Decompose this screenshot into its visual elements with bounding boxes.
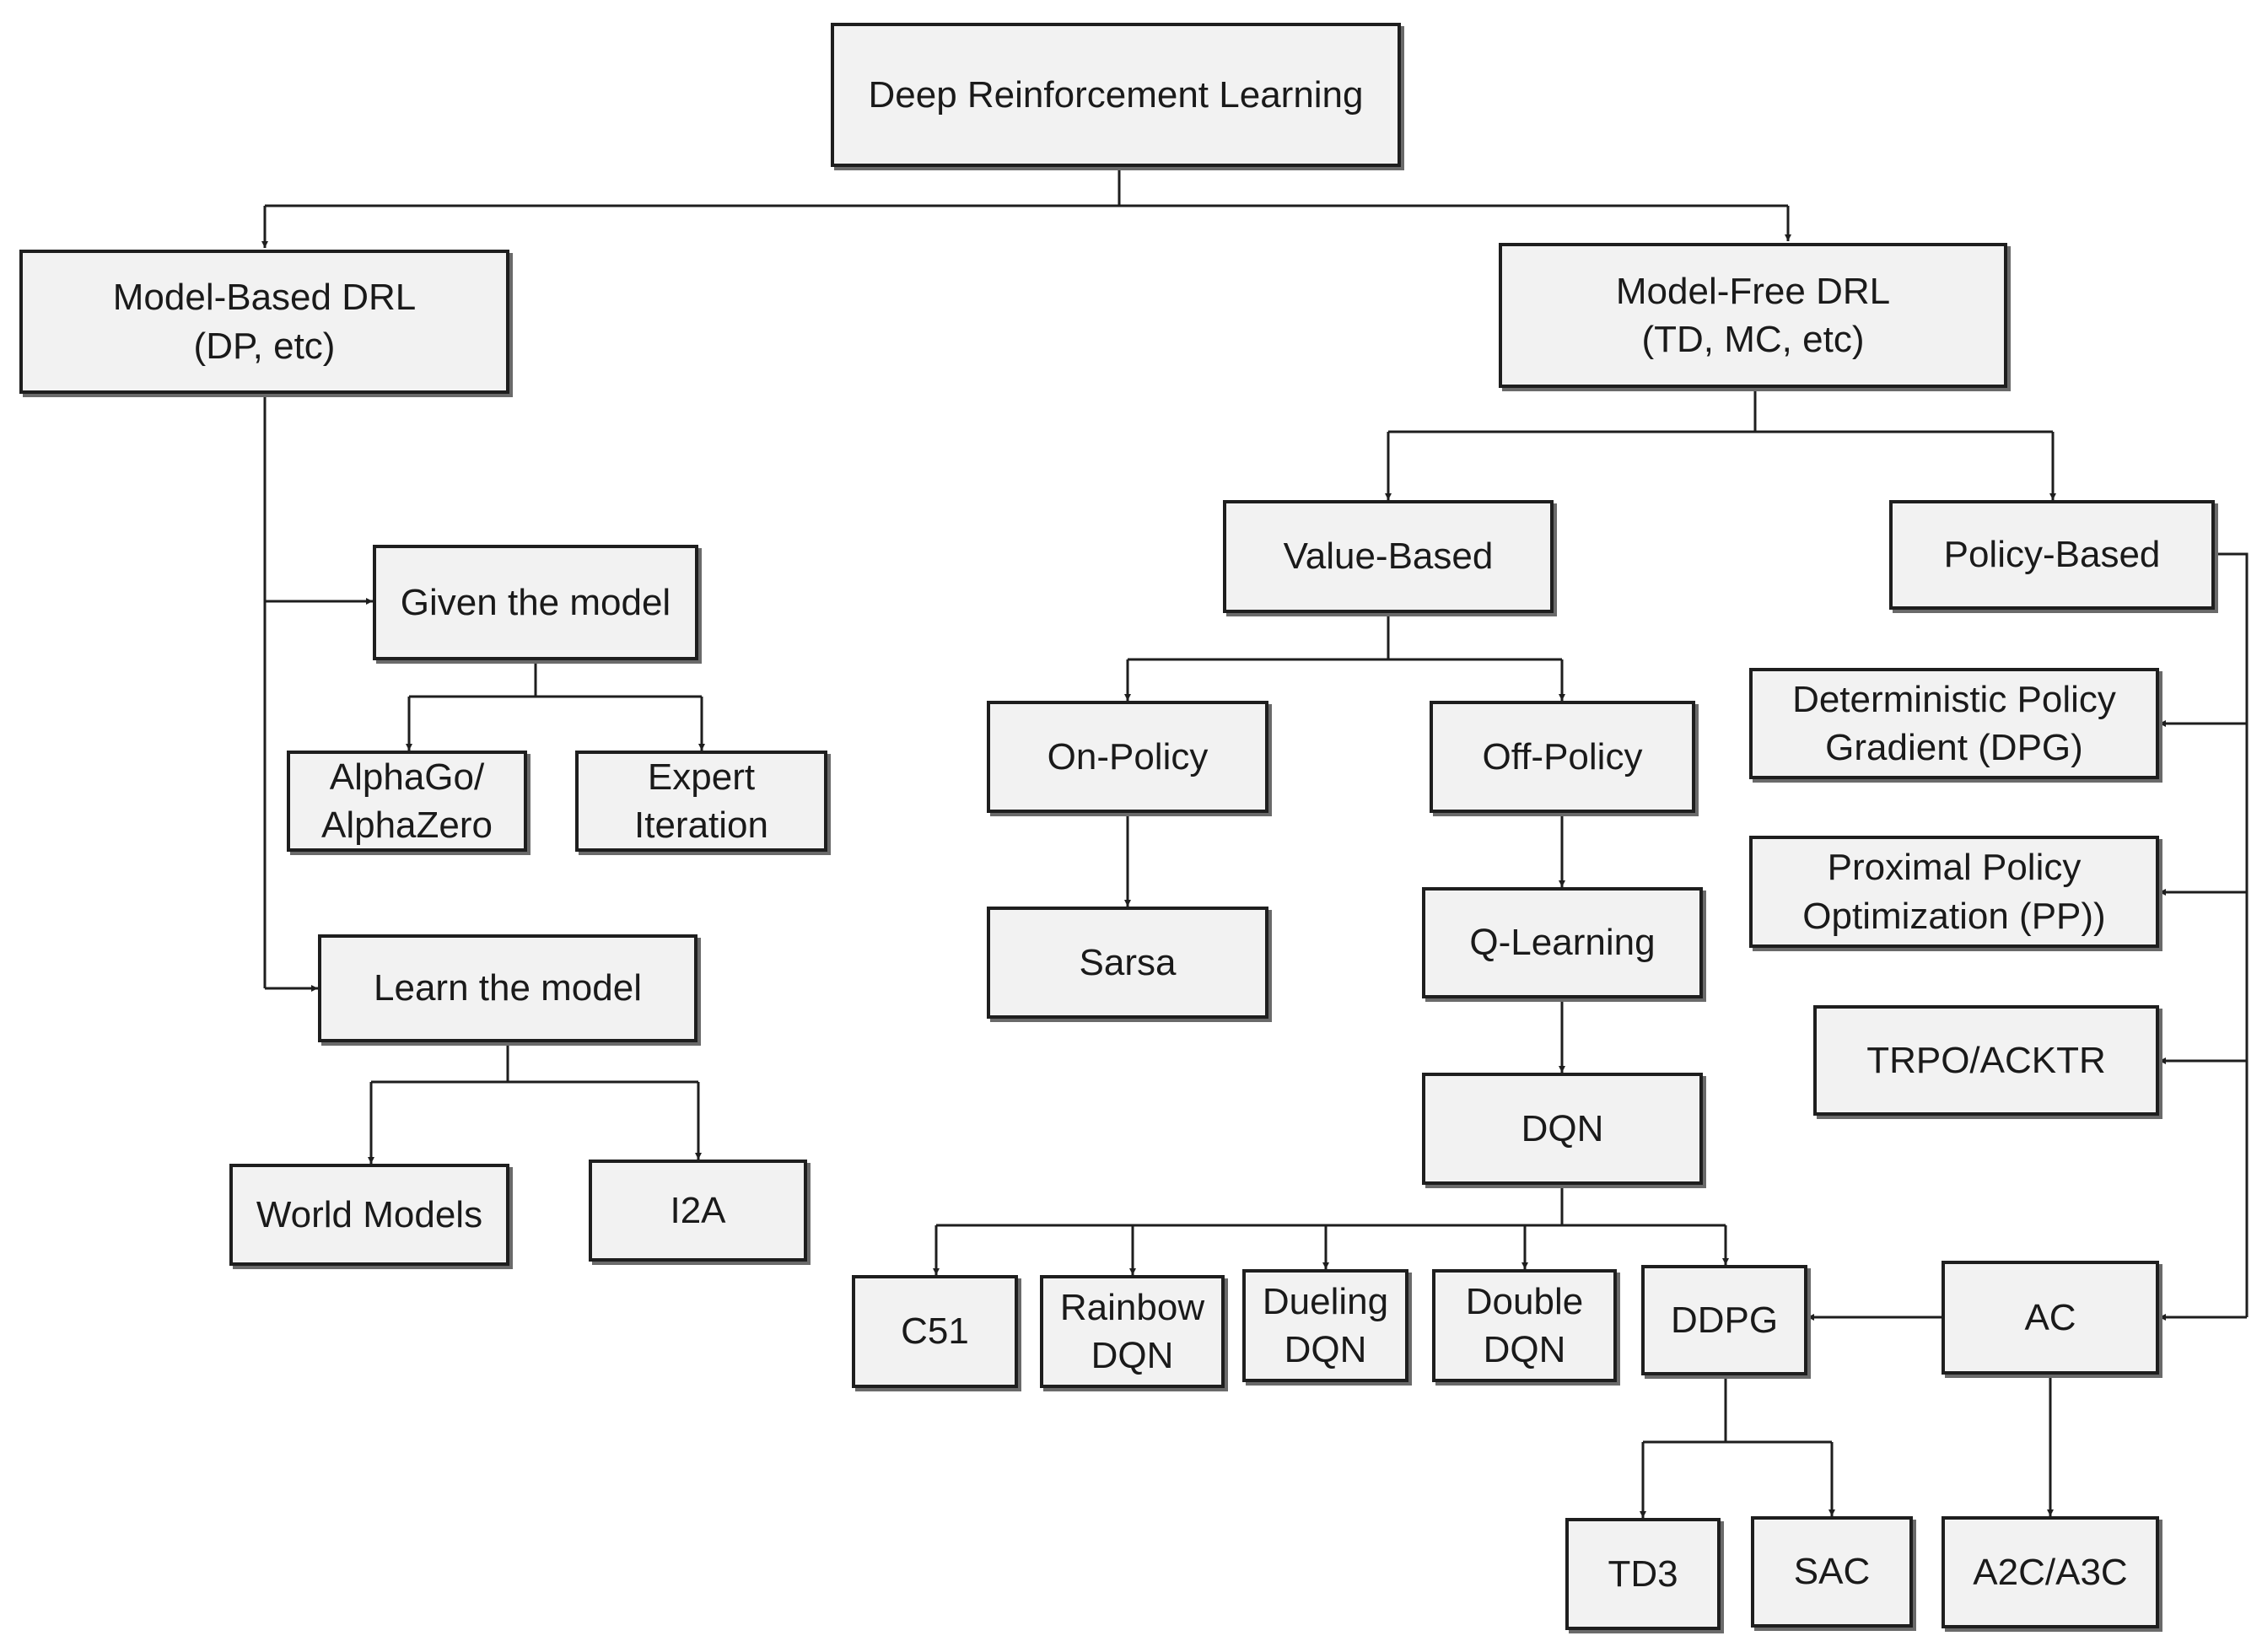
node-dpg: Deterministic Policy Gradient (DPG): [1749, 668, 2159, 779]
node-dueling-dqn: Dueling DQN: [1242, 1269, 1408, 1382]
node-policy-based: Policy-Based: [1889, 500, 2215, 610]
node-sac: SAC: [1751, 1516, 1913, 1628]
node-given-the-model: Given the model: [373, 545, 698, 660]
node-learn-the-model: Learn the model: [318, 934, 697, 1042]
wire-given-split: [409, 660, 702, 698]
node-model-based-drl: Model-Based DRL (DP, etc): [19, 250, 509, 394]
wire-value-split: [1128, 613, 1562, 661]
node-dqn: DQN: [1422, 1073, 1703, 1185]
wire-policy-bus: [2211, 552, 2249, 1317]
node-ppo: Proximal Policy Optimization (PP)): [1749, 836, 2159, 948]
node-world-models: World Models: [229, 1164, 509, 1266]
node-ac: AC: [1942, 1261, 2159, 1375]
node-i2a: I2A: [589, 1160, 807, 1262]
wire-dqn-split: [936, 1185, 1726, 1227]
wire-ddpg-split: [1643, 1375, 1832, 1444]
node-double-dqn: Double DQN: [1432, 1269, 1617, 1382]
node-a2c-a3c: A2C/A3C: [1942, 1516, 2159, 1628]
wire-model-free-split: [1388, 388, 2053, 433]
node-q-learning: Q-Learning: [1422, 887, 1703, 998]
node-ddpg: DDPG: [1641, 1265, 1807, 1375]
node-sarsa: Sarsa: [987, 907, 1268, 1019]
wire-root-split: [265, 167, 1788, 207]
node-td3: TD3: [1565, 1518, 1721, 1630]
node-on-policy: On-Policy: [987, 701, 1268, 813]
node-expert-iteration: Expert Iteration: [575, 751, 827, 852]
node-alphago-alphazero: AlphaGo/ AlphaZero: [287, 751, 527, 852]
node-model-free-drl: Model-Free DRL (TD, MC, etc): [1499, 243, 2007, 388]
node-rainbow-dqn: Rainbow DQN: [1040, 1275, 1225, 1388]
node-off-policy: Off-Policy: [1430, 701, 1695, 813]
node-trpo-acktr: TRPO/ACKTR: [1813, 1005, 2159, 1116]
node-deep-reinforcement-learning: Deep Reinforcement Learning: [831, 23, 1401, 167]
node-c51: C51: [852, 1275, 1018, 1388]
wire-learn-split: [371, 1042, 698, 1084]
node-value-based: Value-Based: [1223, 500, 1554, 613]
